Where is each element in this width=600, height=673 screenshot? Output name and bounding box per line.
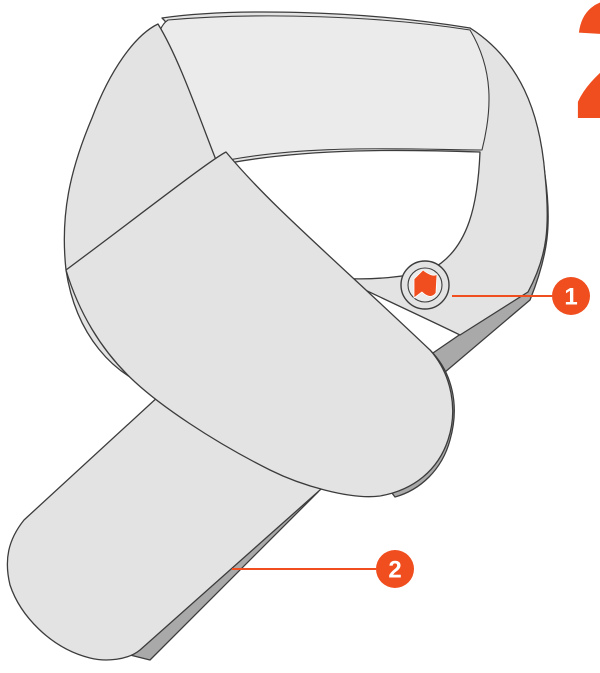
power-button (401, 261, 449, 309)
callout-1-number: 1 (564, 284, 577, 311)
corner-mark: 2 (572, 0, 600, 155)
callout-2-number: 2 (388, 557, 401, 584)
callout-2: 2 (232, 550, 414, 588)
